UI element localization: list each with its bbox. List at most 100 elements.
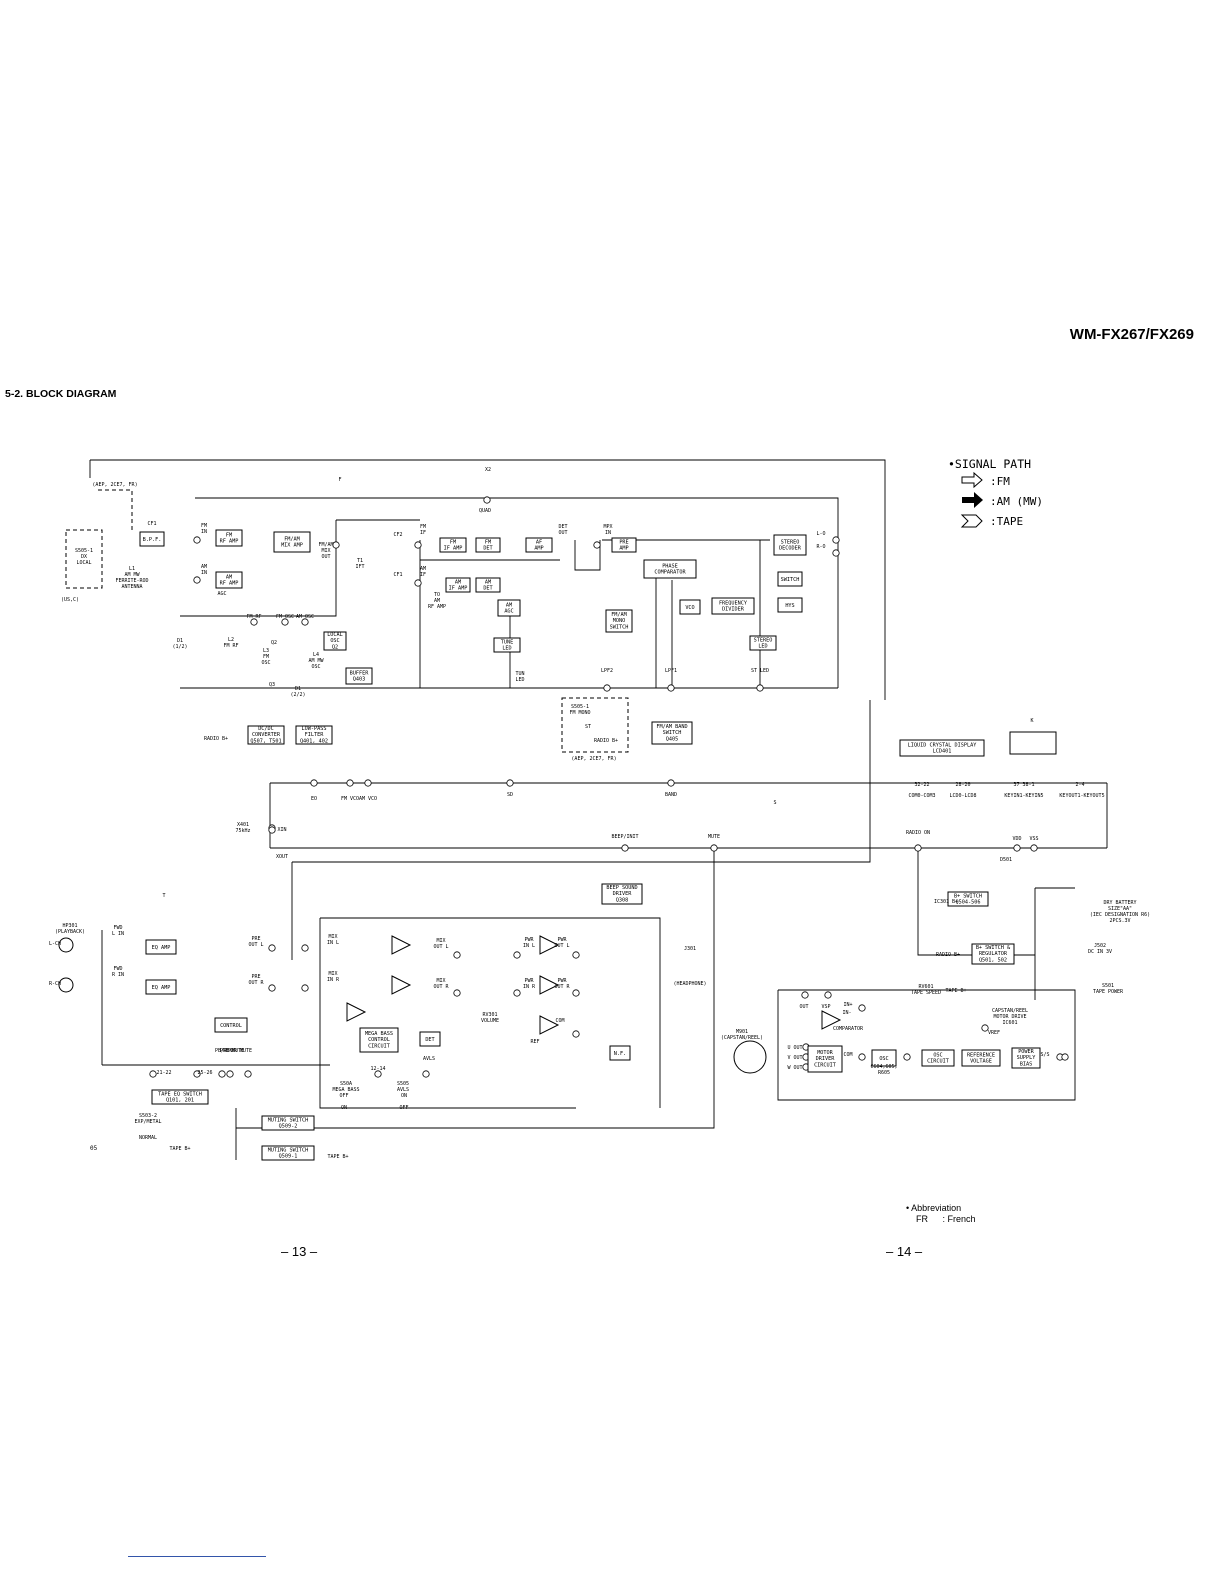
amplifier-symbol-4 xyxy=(539,1015,560,1035)
playback-head-symbol-0 xyxy=(58,937,74,953)
audio-label-19: (HEADPHONE) xyxy=(673,981,706,987)
legend-am: :AM (MW) xyxy=(990,495,1043,508)
controller-pin-5: MUTE xyxy=(708,834,720,840)
audio-block-1: EQ AMP xyxy=(145,979,177,995)
audio-label-27: NORMAL xyxy=(139,1135,157,1141)
playback-head-symbol-1 xyxy=(58,977,74,993)
tuner-label-46: SD xyxy=(507,792,513,798)
power-label-20: VSP xyxy=(821,1004,830,1010)
key-matrix-label: K xyxy=(1030,718,1033,724)
tuner-label-30: (AEP, 2CE7, FR) xyxy=(571,756,616,762)
tuner-label-0: X2 xyxy=(485,467,491,473)
controller-label-0: COM0-COM3 xyxy=(908,793,935,799)
audio-block-2: CONTROL xyxy=(214,1017,248,1033)
tuner-label-28: ST xyxy=(585,724,591,730)
tuner-label-24: Q3 xyxy=(269,682,275,688)
audio-block-5: N.F. xyxy=(609,1045,631,1061)
legend-title: •SIGNAL PATH xyxy=(948,457,1031,471)
amplifier-symbol-2 xyxy=(539,935,560,955)
tuner-label-34: XOUT xyxy=(276,854,288,860)
controller-label-4: D501 xyxy=(1000,857,1012,863)
abbreviation-title: • Abbreviation xyxy=(906,1203,962,1213)
audio-block-5-label: N.F. xyxy=(614,1051,627,1057)
tuner-block-14: VCO xyxy=(679,599,701,615)
page-number-right: – 14 – xyxy=(886,1244,923,1259)
tuner-label-6: CF2 xyxy=(393,532,402,538)
power-block-3-label: OSC xyxy=(879,1056,888,1062)
controller-pin-7: VDD xyxy=(1012,836,1021,842)
controller-pin-6: RADIO ON xyxy=(906,830,930,836)
tuner-label-4: (US,C) xyxy=(61,597,79,603)
audio-label-15: COM xyxy=(555,1018,564,1024)
tuner-label-47: BAND xyxy=(665,792,677,798)
corner-mark: 05 xyxy=(90,1145,98,1152)
audio-label-22: ON xyxy=(341,1105,347,1111)
power-label-0: IC301 B+ xyxy=(934,899,958,905)
tuner-block-0: B.P.F. xyxy=(139,531,165,547)
amplifier-symbol-6 xyxy=(346,1002,367,1022)
controller-pin-2: 37 38-1 xyxy=(1013,782,1034,788)
tuner-ic-label: F xyxy=(338,477,341,483)
amplifier-symbol-3 xyxy=(539,975,560,995)
audio-label-21: OFF xyxy=(339,1093,348,1099)
audio-label-18: J301 xyxy=(684,946,696,952)
audio-label-1: L-CH xyxy=(49,941,61,947)
controller-ic-label: S xyxy=(773,800,776,806)
audio-label-31: 21-22 xyxy=(156,1070,171,1076)
amplifier-symbol-0 xyxy=(391,935,412,955)
tuner-block-12: HYS xyxy=(777,597,803,613)
power-label-8: M901(CAPSTAN/REEL) xyxy=(721,1029,763,1041)
abbreviation-code: FR xyxy=(916,1214,928,1224)
power-label-13: VREF xyxy=(988,1030,1000,1036)
tuner-label-38: QUAD xyxy=(479,508,491,514)
